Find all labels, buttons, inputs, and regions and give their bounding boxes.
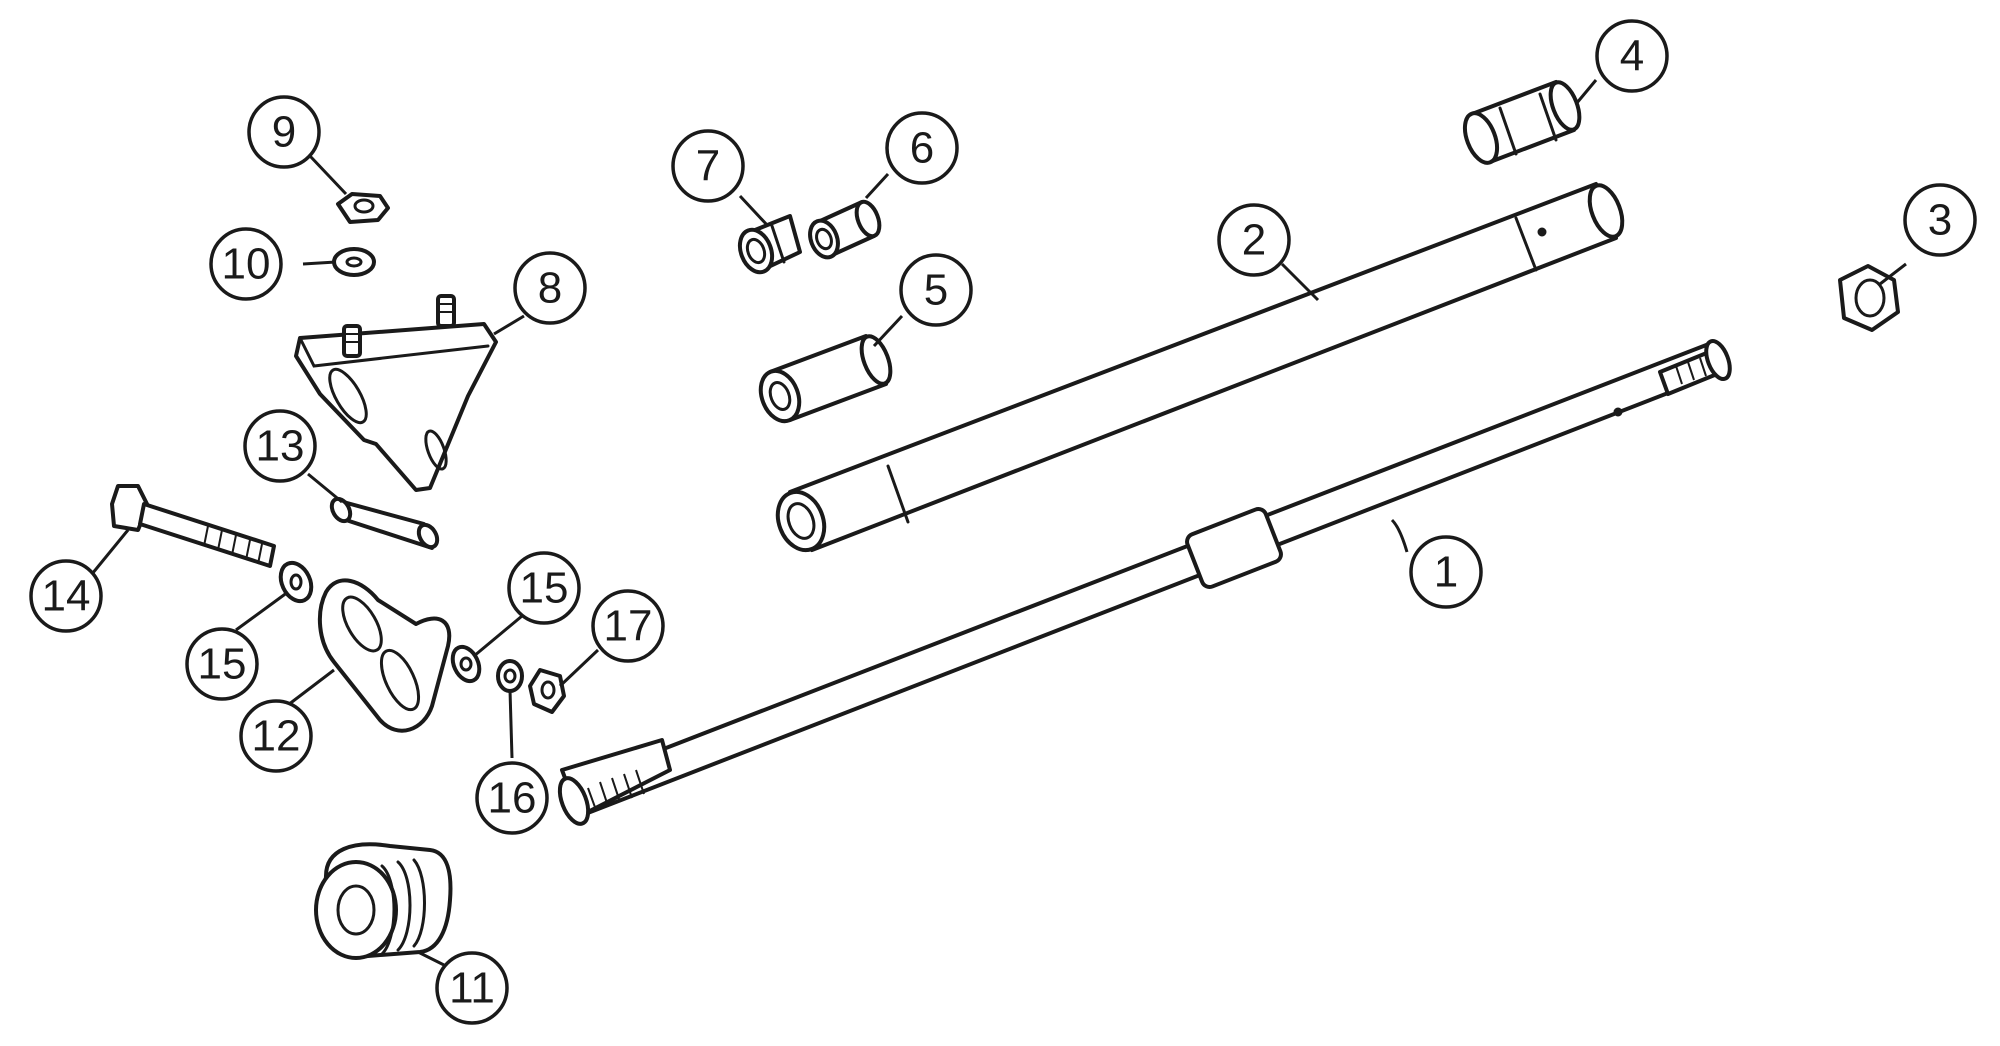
callout-3: 3: [1903, 183, 1977, 257]
leader-16: [508, 689, 514, 759]
part-nut-9: [336, 192, 390, 224]
svg-text:3: 3: [1928, 196, 1952, 245]
callout-14: 14: [29, 559, 103, 633]
leader-12: [283, 668, 335, 710]
leader-15-left: [235, 590, 289, 632]
callout-9: 9: [247, 95, 321, 169]
svg-text:5: 5: [924, 266, 948, 315]
svg-text:7: 7: [696, 142, 720, 191]
svg-text:12: 12: [252, 712, 301, 761]
part-pin-13: [329, 496, 440, 550]
leader-17: [558, 648, 600, 688]
callout-6: 6: [885, 111, 959, 185]
callout-15-right: 15: [507, 551, 581, 625]
callout-1: 1: [1409, 535, 1483, 609]
callout-8: 8: [513, 251, 587, 325]
leader-9: [308, 154, 348, 196]
leader-8: [493, 314, 525, 336]
part-washer-15-right: [450, 644, 482, 684]
part-clamp-12: [317, 578, 452, 733]
callout-13: 13: [243, 409, 317, 483]
svg-text:15: 15: [198, 640, 247, 689]
leader-5: [872, 314, 904, 348]
part-shaft-1: [557, 338, 1732, 826]
part-washer-15-left: [278, 560, 314, 604]
callout-16: 16: [475, 761, 549, 835]
svg-text:4: 4: [1620, 32, 1644, 81]
svg-text:17: 17: [604, 602, 653, 651]
part-bush-5: [758, 334, 893, 424]
part-washer-10: [332, 247, 376, 277]
svg-text:2: 2: [1242, 216, 1266, 265]
leader-7: [738, 194, 770, 228]
callout-10: 10: [209, 227, 283, 301]
callout-12: 12: [239, 699, 313, 773]
callout-7: 7: [671, 129, 745, 203]
leader-6: [864, 172, 890, 200]
part-washer-16: [496, 659, 524, 693]
leader-10: [302, 260, 337, 266]
svg-text:6: 6: [910, 124, 934, 173]
part-bolt-14: [110, 484, 276, 568]
callout-4: 4: [1595, 19, 1669, 93]
svg-text:11: 11: [449, 964, 495, 1013]
svg-text:10: 10: [222, 240, 271, 289]
callout-5: 5: [899, 253, 973, 327]
callout-2: 2: [1217, 203, 1291, 277]
callout-15-left: 15: [185, 627, 259, 701]
svg-text:15: 15: [520, 564, 569, 613]
part-nut-17: [528, 668, 566, 714]
svg-text:8: 8: [538, 264, 562, 313]
svg-text:14: 14: [42, 572, 91, 621]
leader-4: [1574, 79, 1598, 105]
leader-2: [1280, 262, 1320, 302]
leader-14: [90, 529, 130, 575]
part-tube-2: [775, 182, 1625, 553]
svg-text:9: 9: [272, 108, 296, 157]
leader-1: [1390, 518, 1409, 553]
part-bush-7: [737, 214, 802, 275]
callout-11: 11: [435, 951, 509, 1025]
part-pulley-11: [314, 842, 453, 960]
leader-15-right: [473, 614, 523, 658]
svg-text:16: 16: [488, 774, 537, 823]
svg-text:1: 1: [1434, 548, 1458, 597]
leader-13: [307, 472, 343, 504]
svg-text:13: 13: [256, 422, 305, 471]
leader-lines: [90, 79, 1907, 968]
callout-17: 17: [591, 589, 665, 663]
part-bush-4: [1462, 80, 1582, 165]
leader-11: [417, 950, 447, 968]
part-bush-6: [808, 199, 882, 260]
leader-3: [1879, 262, 1907, 286]
part-bracket-8: [294, 294, 498, 492]
